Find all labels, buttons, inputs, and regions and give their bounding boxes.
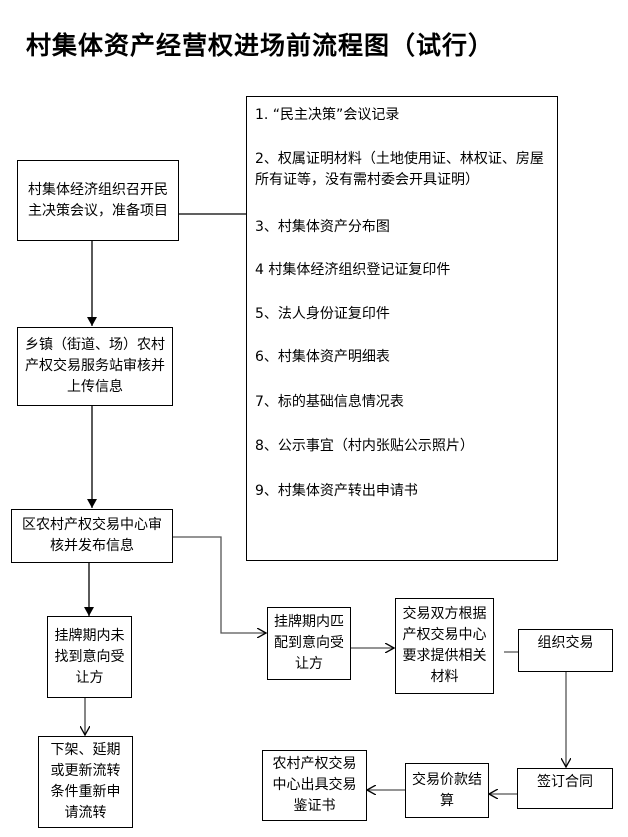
page-title: 村集体资产经营权进场前流程图（试行） [26,31,495,60]
step-buyer-matched: 挂牌期内匹配到意向受让方 [267,607,351,680]
step-sign-contract: 签订合同 [517,768,613,809]
step-district-publish: 区农村产权交易中心审核并发布信息 [11,509,173,563]
material-item: 6、村集体资产明细表 [255,349,390,365]
step-no-buyer: 挂牌期内未找到意向受让方 [47,616,132,698]
material-item: 3、村集体资产分布图 [255,219,390,235]
step-organize-trade: 组织交易 [518,629,613,672]
material-item: 2、权属证明材料（土地使用证、林权证、房屋所有证等，没有需村委会开具证明） [255,151,544,188]
step-certificate: 农村产权交易中心出具交易鉴证书 [262,750,367,821]
step-relist: 下架、延期或更新流转条件重新申请流转 [38,736,133,828]
material-item: 1. “民主决策”会议记录 [255,107,400,123]
step-township-review: 乡镇（街道、场）农村产权交易服务站审核并上传信息 [17,327,173,406]
material-item: 9、村集体资产转出申请书 [255,483,418,499]
materials-list: 1. “民主决策”会议记录 2、权属证明材料（土地使用证、林权证、房屋所有证等，… [246,96,558,561]
arrow-s3-s6 [172,536,266,633]
material-item: 8、公示事宜（村内张贴公示照片） [255,438,474,454]
material-item: 7、标的基础信息情况表 [255,394,404,410]
material-item: 4 村集体经济组织登记证复印件 [255,262,451,278]
step-settlement: 交易价款结算 [405,763,489,818]
step-decision-meeting: 村集体经济组织召开民主决策会议，准备项目 [17,160,179,241]
material-item: 5、法人身份证复印件 [255,306,390,322]
step-submit-materials: 交易双方根据产权交易中心要求提供相关材料 [395,598,494,694]
